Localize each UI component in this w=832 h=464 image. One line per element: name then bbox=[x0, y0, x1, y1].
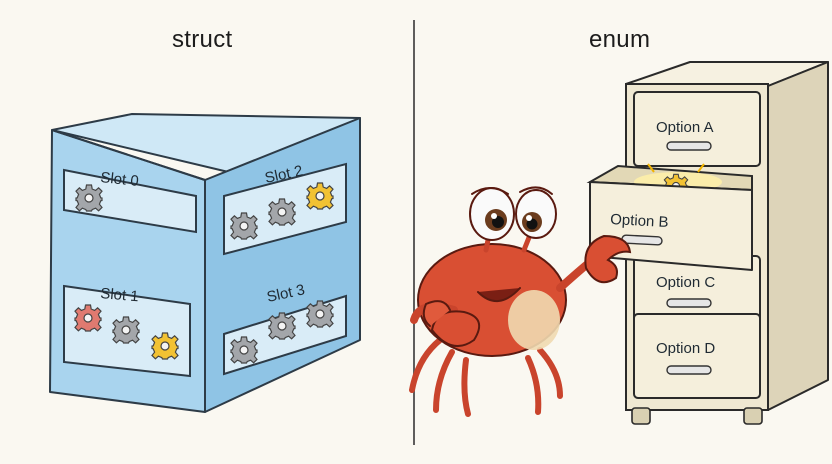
crab-eye-icon bbox=[515, 186, 557, 239]
drawer-option-c[interactable]: Option C bbox=[633, 255, 761, 329]
drawer-label: Option A bbox=[656, 119, 714, 136]
glowing-gear-icon bbox=[647, 163, 705, 199]
gear-icon bbox=[112, 316, 140, 344]
gear-icon bbox=[75, 184, 103, 212]
gear-icon bbox=[151, 332, 179, 360]
struct-heading: struct bbox=[172, 26, 233, 53]
gear-icon bbox=[230, 212, 258, 240]
gear-icon bbox=[306, 182, 334, 210]
drawer-handle[interactable] bbox=[666, 298, 712, 308]
gear-icon bbox=[268, 312, 296, 340]
gear-icon bbox=[306, 300, 334, 328]
gear-icon bbox=[230, 336, 258, 364]
drawer-option-a[interactable]: Option A bbox=[633, 91, 761, 167]
slot-1: Slot 1 bbox=[63, 284, 191, 378]
drawer-handle[interactable] bbox=[666, 141, 712, 151]
crab-eye-icon bbox=[469, 187, 515, 241]
slot-1-label: Slot 1 bbox=[100, 285, 140, 305]
file-cabinet: Option A Option C Option D Option B bbox=[586, 61, 829, 425]
slot-0: Slot 0 bbox=[63, 168, 197, 234]
drawer-option-b[interactable]: Option B bbox=[586, 163, 753, 271]
drawer-handle[interactable] bbox=[621, 234, 663, 246]
drawer-label: Option D bbox=[656, 340, 715, 357]
slot-2: Slot 2 bbox=[223, 162, 347, 256]
drawer-label: Option C bbox=[656, 274, 715, 291]
gear-icon bbox=[268, 198, 296, 226]
gear-icon bbox=[74, 304, 102, 332]
slot-0-label: Slot 0 bbox=[100, 169, 140, 190]
drawer-handle[interactable] bbox=[666, 365, 712, 375]
enum-heading: enum bbox=[589, 26, 651, 53]
center-divider bbox=[413, 20, 415, 445]
crab-mascot bbox=[409, 186, 632, 417]
drawer-option-d[interactable]: Option D bbox=[633, 313, 761, 399]
struct-box: Slot 0 Slot 1 Slot 2 Slot 3 bbox=[49, 113, 361, 413]
drawer-label: Option B bbox=[610, 211, 669, 231]
